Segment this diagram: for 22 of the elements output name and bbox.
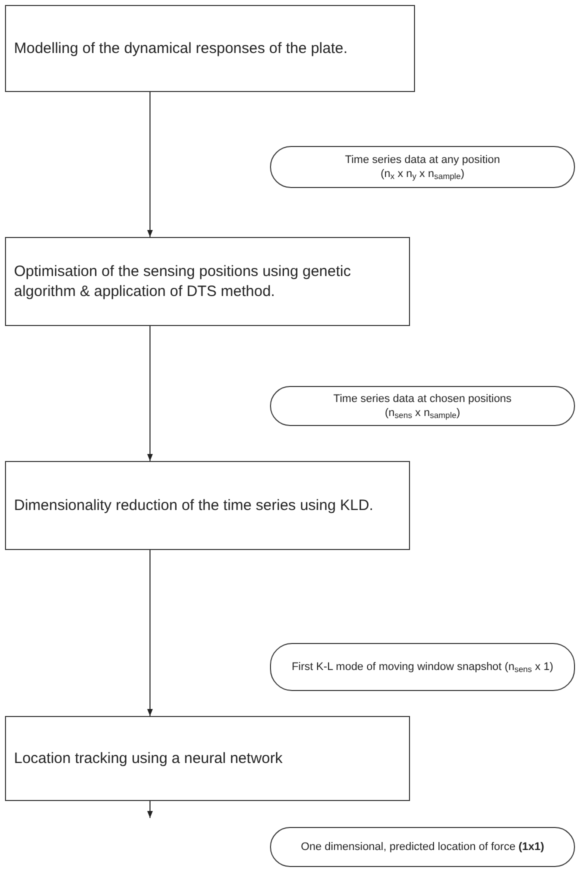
data-terminal [270, 386, 575, 426]
node-text: Location tracking using a neural network [14, 748, 284, 768]
arrow [147, 92, 153, 238]
data-terminal [270, 827, 575, 867]
process-box [5, 237, 410, 326]
arrow [147, 550, 153, 716]
node-text: (n$_{x}$ x n$_{y}$ x n$_{sample}$) [380, 167, 464, 181]
node-text: (n$_{sens}$ x n$_{sample}$) [384, 406, 460, 420]
process-box [5, 5, 415, 92]
arrow [147, 326, 153, 462]
node-text: Dimensionality reduction of the time series using KLD. [14, 496, 374, 516]
process-box [5, 461, 410, 550]
arrow [147, 800, 153, 818]
process-box [5, 716, 410, 801]
data-terminal [270, 643, 575, 691]
node-text: Time series data at any position [345, 153, 500, 167]
node-text: First K-L mode of moving window snapshot (n$_{sens}$ x 1) [292, 660, 554, 674]
node-text: One dimensional, predicted location of force (1x1) [300, 840, 544, 854]
node-text: Modelling of the dynamical responses of the plate. [14, 38, 349, 58]
data-terminal [270, 146, 575, 188]
node-text: Time series data at chosen positions [333, 392, 512, 406]
node-text: Optimisation of the sensing positions using genetic algorithm & application of DTS method. [14, 262, 352, 302]
